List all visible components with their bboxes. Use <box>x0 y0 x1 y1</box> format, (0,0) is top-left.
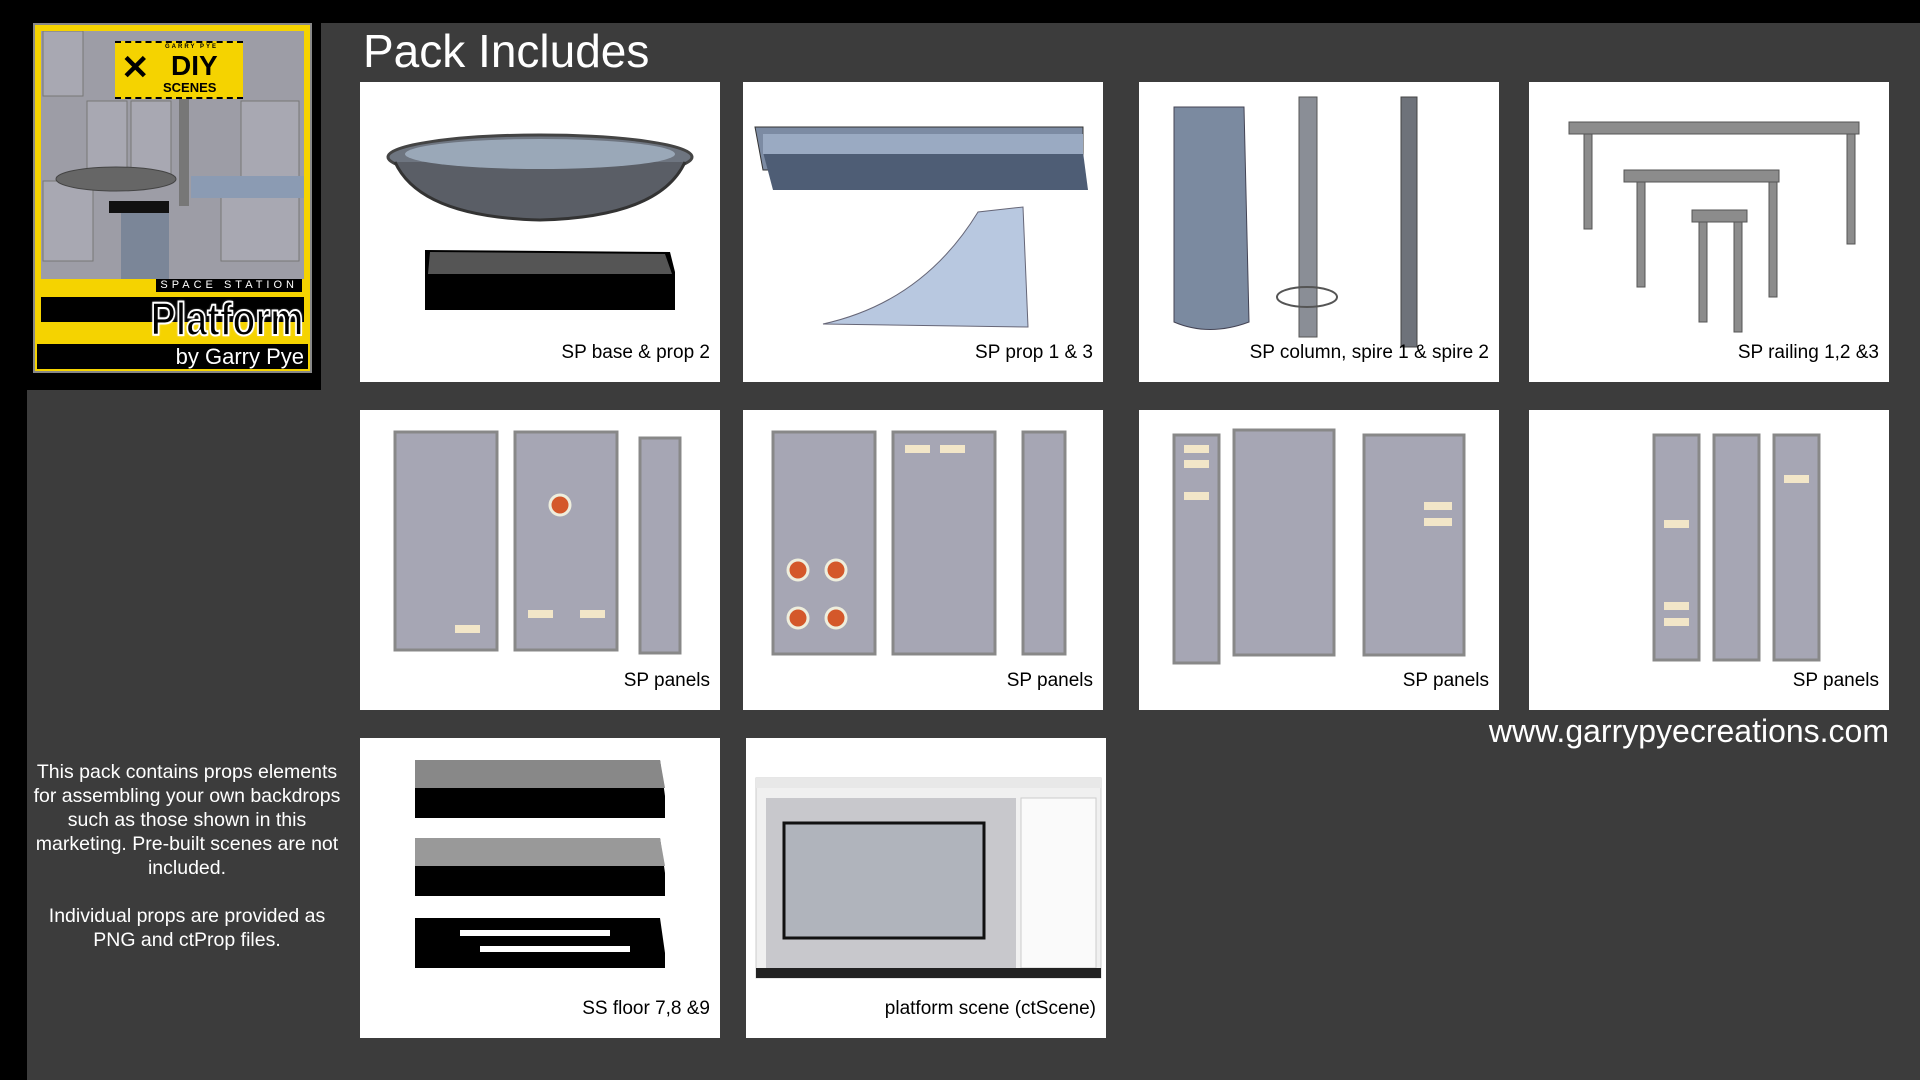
logo-scenes: SCENES <box>163 80 217 95</box>
description-paragraph: Individual props are provided as PNG and… <box>48 905 326 951</box>
tile-label: SS floor 7,8 &9 <box>582 998 710 1019</box>
website-url: www.garrypyecreations.com <box>1488 713 1889 749</box>
sp-panels-image <box>771 430 1067 656</box>
cover-title: Platform <box>150 293 305 345</box>
cover-title-bar <box>41 297 304 322</box>
platform-scene-screenshot <box>755 777 1102 979</box>
tile-label: SP base & prop 2 <box>561 342 710 363</box>
cover-art: ✕ GARRY PYE DIY SCENES <box>41 31 304 279</box>
sp-railing-image <box>1568 121 1860 333</box>
sp-base-image <box>386 133 694 310</box>
diy-scenes-logo: ✕ GARRY PYE DIY SCENES <box>115 41 243 99</box>
tile-ss-floor: SS floor 7,8 &9 <box>360 738 720 1038</box>
sp-panels-image <box>393 430 682 655</box>
ss-floor-image <box>415 760 665 968</box>
logo-brand: GARRY PYE <box>165 44 219 50</box>
product-cover: ✕ GARRY PYE DIY SCENES SPACE STATION Pla… <box>27 23 321 390</box>
tile-label: platform scene (ctScene) <box>884 998 1096 1019</box>
tile-sp-panels-2: SP panels <box>743 410 1103 710</box>
tile-label: SP column, spire 1 & spire 2 <box>1249 342 1489 363</box>
sp-panels-image <box>1652 433 1821 662</box>
description: This pack contains props elements for as… <box>27 760 347 952</box>
tile-label: SP panels <box>1792 670 1879 691</box>
page-title: Pack Includes <box>363 25 650 77</box>
tile-label: SP railing 1,2 &3 <box>1737 342 1879 363</box>
cover-illustration <box>42 31 304 279</box>
logo-diy: DIY <box>171 50 218 81</box>
cover-frame: ✕ GARRY PYE DIY SCENES SPACE STATION Pla… <box>33 23 312 373</box>
tile-sp-panels-4: SP panels <box>1529 410 1889 710</box>
tile-sp-railing: SP railing 1,2 &3 <box>1529 82 1889 382</box>
cover-subtitle: SPACE STATION <box>156 279 302 292</box>
tile-sp-column: SP column, spire 1 & spire 2 <box>1139 82 1499 382</box>
sp-panels-image <box>1172 428 1466 665</box>
hammer-wrench-icon: ✕ <box>121 49 150 87</box>
tile-label: SP panels <box>623 670 710 691</box>
cover-author: by Garry Pye <box>37 344 308 369</box>
tile-sp-base: SP base & prop 2 <box>360 82 720 382</box>
tile-sp-panels-3: SP panels <box>1139 410 1499 710</box>
tile-label: SP panels <box>1402 670 1489 691</box>
tile-label: SP prop 1 & 3 <box>975 342 1093 363</box>
sp-prop-image <box>754 126 1088 328</box>
tile-platform-scene: platform scene (ctScene) <box>746 738 1106 1038</box>
sp-column-image <box>1173 96 1418 348</box>
tile-sp-panels-1: SP panels <box>360 410 720 710</box>
tile-label: SP panels <box>1006 670 1093 691</box>
tile-sp-prop: SP prop 1 & 3 <box>743 82 1103 382</box>
description-paragraph: This pack contains props elements for as… <box>33 761 341 879</box>
